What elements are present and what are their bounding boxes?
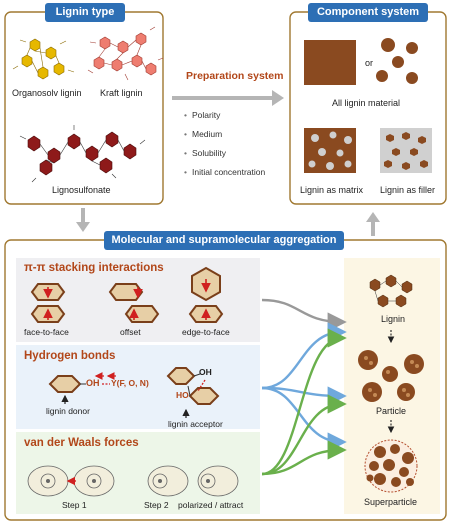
up-arrow-right (366, 212, 380, 236)
all-lignin-particles (376, 38, 418, 84)
result-superparticle-icon (364, 439, 418, 493)
or-label: or (365, 58, 374, 68)
prep-item-medium: •Medium (184, 129, 223, 139)
result-particle-label: Particle (376, 406, 407, 416)
organosolv-label: Organosolv lignin (12, 88, 82, 98)
flow-vdw-green-1 (261, 328, 347, 476)
vdw-title: van der Waals forces (24, 437, 139, 449)
vdw-step1-label: Step 1 (62, 500, 87, 510)
all-lignin-label: All lignin material (332, 98, 401, 108)
hydrogen-bonds-title: Hydrogen bonds (24, 350, 116, 362)
kraft-lignin-icon (87, 26, 164, 81)
acceptor-ho-label: HO (176, 390, 189, 400)
component-system-header: Component system (308, 3, 428, 22)
face-to-face-label: face-to-face (24, 327, 69, 337)
result-particle-icon (358, 350, 424, 402)
prep-item-polarity-text: Polarity (191, 110, 221, 120)
donor-ring-icon (48, 375, 82, 393)
aggregation-header: Molecular and supramolecular aggregation (104, 231, 344, 250)
acceptor-oh-label: OH (199, 367, 212, 377)
prep-item-solubility: •Solubility (184, 148, 227, 158)
flow-vdw-green-3 (261, 440, 347, 476)
pi-stacking-title: π-π stacking interactions (24, 262, 164, 274)
flow-pi-gray (261, 298, 347, 332)
donor-label: lignin donor (46, 406, 90, 416)
lignin-type-header: Lignin type (45, 3, 125, 22)
all-lignin-square (304, 40, 356, 85)
hbond-dash-2 (197, 379, 206, 392)
preparation-arrow (172, 90, 284, 106)
prep-item-medium-text: Medium (191, 129, 223, 139)
organosolv-lignin-icon (12, 38, 75, 80)
donor-y-label: Y(F, O, N) (111, 378, 149, 388)
result-lignin-icon (369, 274, 413, 308)
edge-to-face-label: edge-to-face (182, 327, 230, 337)
flow-hb-blue-3 (261, 386, 347, 452)
matrix-label: Lignin as matrix (300, 185, 364, 195)
acceptor-label: lignin acceptor (168, 419, 223, 429)
vdw-step2-label: Step 2 (144, 500, 169, 510)
filler-label: Lignin as filler (380, 185, 436, 195)
prep-item-polarity: •Polarity (184, 110, 221, 120)
vdw-step2-desc: polarized / attract (178, 500, 244, 510)
kraft-label: Kraft lignin (100, 88, 143, 98)
preparation-title: Preparation system (186, 70, 284, 82)
vdw-step1-icon (27, 465, 115, 497)
donor-oh-label: OH (86, 378, 100, 388)
result-lignin-label: Lignin (381, 314, 406, 324)
flow-vdw-green-2 (261, 394, 347, 476)
prep-item-solubility-text: Solubility (191, 148, 227, 158)
vdw-step2-icon (147, 465, 239, 497)
prep-item-concentration-text: Initial concentration (191, 167, 266, 177)
down-arrow-left (76, 208, 90, 232)
lignosulfonate-icon (19, 125, 146, 183)
filler-lignin-hexagons (384, 132, 428, 170)
matrix-filler-dots (308, 131, 352, 170)
result-superparticle-label: Superparticle (364, 497, 418, 507)
prep-item-concentration: •Initial concentration (184, 167, 266, 177)
lignosulfonate-label: Lignosulfonate (52, 185, 111, 195)
offset-label: offset (120, 327, 141, 337)
acceptor-ring-icon (166, 367, 220, 405)
